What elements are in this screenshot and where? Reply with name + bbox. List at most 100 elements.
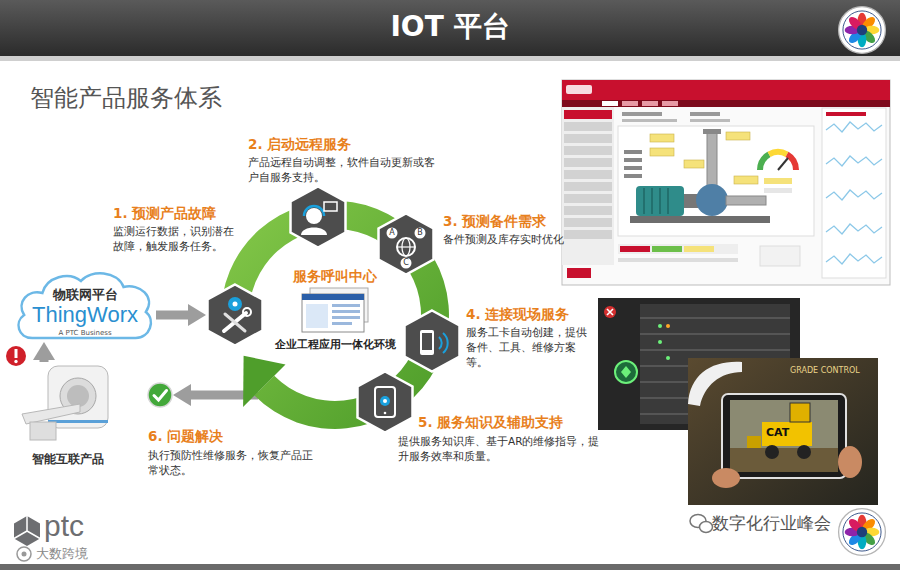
step-heading: 6. 问题解决 [148, 428, 223, 444]
dashboard-screenshot [630, 216, 770, 223]
dashboard-screenshot [652, 246, 682, 252]
title-bar [0, 0, 900, 56]
ar-photo-foreground [688, 358, 878, 505]
mri-scanner [67, 385, 89, 407]
hex-outline [206, 283, 264, 347]
ar-photo-foreground [797, 445, 811, 459]
brand-logo-icon [14, 516, 40, 539]
step-icon [224, 297, 251, 331]
ar-photo-foreground [838, 446, 862, 478]
dashboard-screenshot [826, 112, 866, 116]
hexagon-outline [291, 187, 346, 248]
dashboard-screenshot [826, 156, 882, 166]
brand-name: ThingWorx [32, 302, 138, 328]
hexagon-outline [358, 372, 413, 433]
dashboard-screenshot [826, 190, 882, 200]
step-description: 监测运行数据，识别潜在故障，触发服务任务。 [113, 224, 241, 254]
dashboard-screenshot [564, 230, 612, 239]
watermark-icon [22, 552, 27, 557]
hex-outline [356, 370, 414, 434]
dashboard-screenshot [769, 152, 787, 154]
bottom-bar [0, 564, 900, 570]
connected-product: 智能互联产品 [18, 362, 112, 446]
mri-scanner [48, 366, 108, 428]
call-center-screenshot [332, 310, 360, 313]
flow-arrow [40, 360, 49, 362]
ar-photo-background [615, 361, 637, 383]
company-logo-text: ptc [44, 508, 84, 544]
dashboard-screenshot [564, 122, 612, 131]
step-hexagon: 2. 启动远程服务产品远程自动调整，软件自动更新或客户自服务支持。 [289, 185, 347, 249]
dashboard-screenshot [567, 268, 591, 278]
ar-photo-foreground [765, 445, 779, 459]
dashboard-screenshot [684, 246, 714, 252]
alert-icon [6, 346, 26, 366]
step-heading: 1. 预测产品故障 [113, 205, 216, 221]
dashboard-screenshot [684, 160, 704, 168]
dashboard-screenshot [726, 132, 750, 140]
hex-outline [289, 185, 347, 249]
step-description: 产品远程自动调整，软件自动更新或客户自服务支持。 [248, 155, 440, 185]
ar-photo-foreground [688, 358, 878, 505]
step-heading: 3. 预测备件需求 [443, 213, 546, 229]
call-center-screenshot [332, 322, 352, 325]
dashboard-screenshot [703, 129, 721, 134]
dashboard-screenshot [684, 194, 698, 208]
step-description: 服务工卡自动创建，提供备件、工具、维修方案等。 [466, 325, 594, 370]
platform-cloud: 物联网平台ThingWorxA PTC Business [14, 262, 156, 342]
wechat-icon [690, 515, 713, 533]
dashboard-screenshot [662, 101, 678, 106]
step-hexagon: 4. 连接现场服务服务工卡自动创建，提供备件、工具、维修方案等。 [403, 309, 461, 373]
ar-photo-foreground [712, 468, 740, 488]
step-description: 备件预测及库存实时优化 [443, 232, 565, 247]
step-icon [387, 228, 426, 269]
watermark-icon [17, 547, 31, 561]
step-heading: 5. 服务知识及辅助支持 [418, 414, 563, 430]
dashboard-screenshot [620, 246, 650, 252]
title-bar [0, 56, 900, 61]
dashboard-screenshot [618, 258, 738, 262]
dashboard-screenshot [624, 158, 642, 162]
ar-photo-foreground [762, 422, 812, 446]
node-heading: 物联网平台 [53, 287, 118, 303]
icon-letter: C [401, 258, 411, 268]
call-center-screenshot [306, 304, 328, 328]
machine-brand: CAT [766, 426, 789, 439]
brand-logo-icon [14, 516, 40, 546]
hexagon-outline [379, 214, 434, 275]
ar-photo-background [604, 306, 616, 318]
brand-tagline: A PTC Business [58, 329, 111, 337]
step-icon [375, 387, 395, 417]
dashboard-screenshot [690, 112, 720, 116]
mri-scanner [48, 420, 108, 423]
dashboard-screenshot [564, 134, 612, 143]
cloud-outline [19, 273, 151, 338]
mri-table [22, 404, 80, 424]
dashboard-screenshot [760, 246, 800, 266]
dashboard-screenshot [602, 101, 618, 106]
dashboard-screenshot [726, 196, 766, 205]
call-center-screenshot [302, 288, 368, 332]
ar-photo-background [658, 324, 662, 328]
dashboard-screenshot [564, 170, 612, 179]
dashboard-screenshot [564, 218, 612, 227]
dashboard-screenshot [622, 101, 638, 106]
alert-icon [15, 349, 18, 358]
mri-scanner [22, 366, 108, 440]
dashboard-screenshot [562, 80, 890, 285]
flow-arrow [191, 391, 221, 400]
icon-letter: B [415, 228, 425, 238]
dashboard-screenshot [622, 112, 662, 116]
dashboard-screenshot [564, 182, 612, 191]
dashboard-screenshot [564, 158, 612, 167]
dashboard-screenshot [618, 244, 738, 254]
alert-icon [6, 346, 26, 366]
ar-photo-background [666, 324, 670, 328]
ar-photo-foreground [722, 394, 846, 478]
resolved-check: 6. 问题解决执行预防性维修服务，恢复产品正常状态。 [147, 382, 173, 408]
flow-arrow [156, 311, 188, 320]
step-description: 执行预防性维修服务，恢复产品正常状态。 [148, 448, 320, 478]
dashboard-screenshot [566, 85, 592, 94]
